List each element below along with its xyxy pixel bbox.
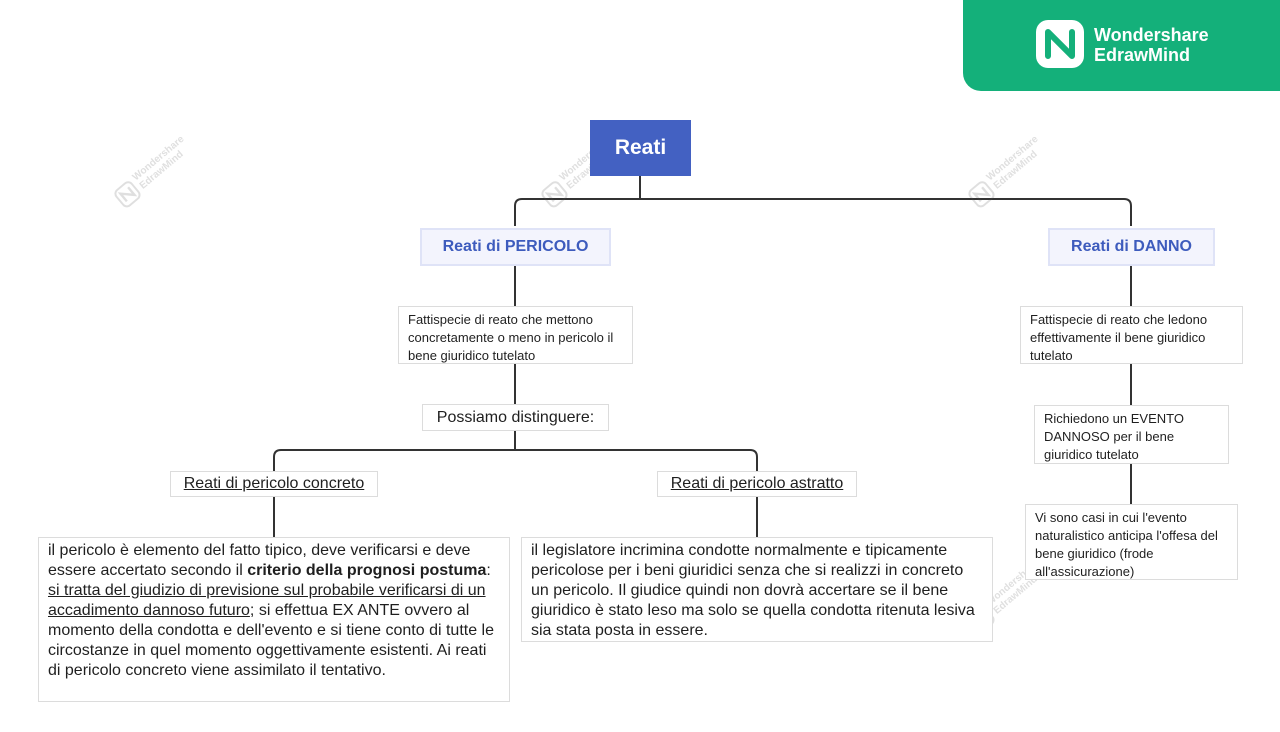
topic-reati-pericolo[interactable]: Reati di PERICOLO bbox=[420, 228, 611, 266]
danno-definition[interactable]: Fattispecie di reato che ledono effettiv… bbox=[1020, 306, 1243, 364]
brand-banner: Wondershare EdrawMind bbox=[963, 0, 1280, 91]
pericolo-definition[interactable]: Fattispecie di reato che mettono concret… bbox=[398, 306, 633, 364]
danno-evento[interactable]: Richiedono un EVENTO DANNOSO per il bene… bbox=[1034, 405, 1229, 464]
root-topic[interactable]: Reati bbox=[590, 120, 691, 176]
prognosi-postuma-term: criterio della prognosi postuma bbox=[247, 562, 487, 579]
concreto-text-part: : bbox=[486, 562, 491, 579]
edrawmind-logo-icon bbox=[1036, 20, 1084, 68]
topic-reati-danno[interactable]: Reati di DANNO bbox=[1048, 228, 1215, 266]
prognosi-definition: si tratta del giudizio di previsione sul… bbox=[48, 582, 486, 619]
edrawmind-logo-icon bbox=[541, 181, 568, 208]
brand-name: Wondershare EdrawMind bbox=[1094, 25, 1209, 65]
connector-distinguish-types bbox=[273, 431, 758, 471]
concreto-text-part: ; si effettua EX ANTE ovvero al momento … bbox=[48, 602, 495, 679]
distinguish-label[interactable]: Possiamo distinguere: bbox=[422, 404, 609, 431]
edrawmind-logo-icon bbox=[114, 181, 141, 208]
concreto-text-part: il pericolo è elemento del fatto tipico,… bbox=[48, 542, 471, 579]
danno-casi[interactable]: Vi sono casi in cui l'evento naturalisti… bbox=[1025, 504, 1238, 580]
topic-pericolo-concreto[interactable]: Reati di pericolo concreto bbox=[170, 471, 378, 497]
connector-root-branches bbox=[514, 176, 1132, 226]
edrawmind-logo-icon bbox=[968, 181, 995, 208]
concreto-description[interactable]: il pericolo è elemento del fatto tipico,… bbox=[38, 537, 510, 702]
astratto-description[interactable]: il legislatore incrimina condotte normal… bbox=[521, 537, 993, 642]
topic-pericolo-astratto[interactable]: Reati di pericolo astratto bbox=[657, 471, 857, 497]
